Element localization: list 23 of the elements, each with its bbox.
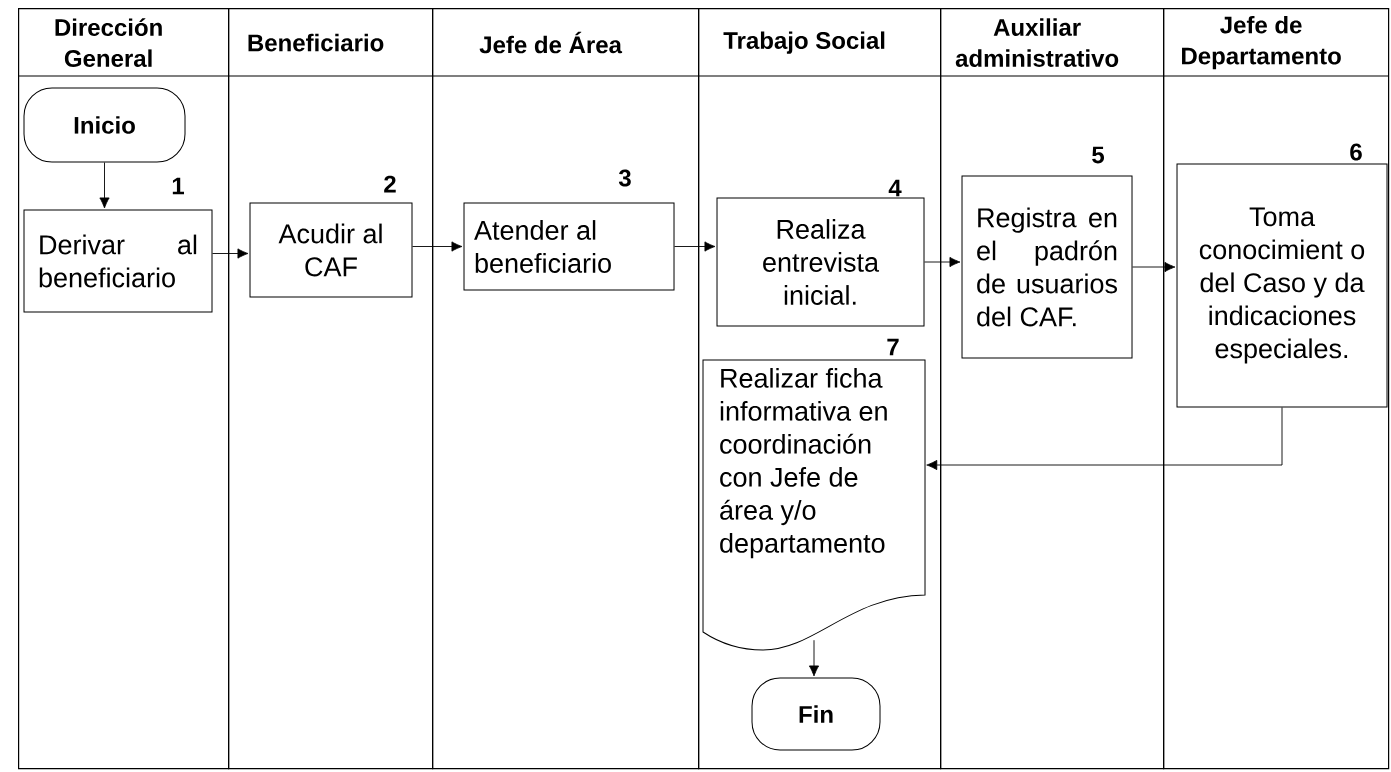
step-number: 5 [1092,146,1104,164]
process-box: Registra en el padrón de usuarios del CAF. [961,175,1133,359]
arrow [99,162,110,209]
arrow [924,256,961,268]
step-number: 6 [1350,143,1362,161]
arrow [926,407,1283,471]
step-number: 7 [887,338,899,356]
terminator: Inicio [23,87,186,163]
arrow [1132,261,1176,273]
arrow [808,639,820,677]
arrow [674,241,716,252]
step-number: 2 [384,175,396,193]
step-number: 4 [888,179,902,197]
process-box: Toma conocimient o del Caso y da indicaciones especiales. [1176,163,1388,408]
process-box: Acudir al CAF [249,202,413,298]
step-number: 3 [618,169,631,187]
arrow [212,248,249,259]
process-box: Realiza entrevista inicial. [716,197,925,327]
step-number: 1 [172,177,184,195]
terminator: Fin [751,677,881,751]
process-box: Atender al beneficiario [463,202,675,291]
process-box: Derivar al beneficiario [23,209,213,313]
arrow [412,241,463,252]
